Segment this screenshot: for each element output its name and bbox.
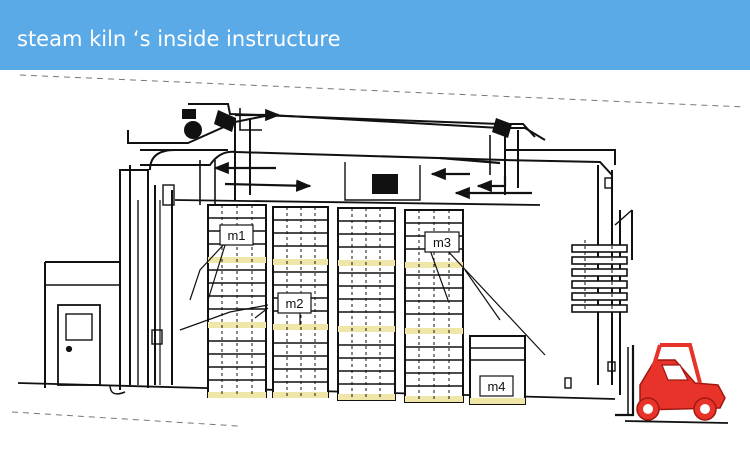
- svg-text:m4: m4: [487, 379, 505, 394]
- lumber-stack: [337, 207, 396, 401]
- svg-text:m3: m3: [433, 235, 451, 250]
- svg-text:m2: m2: [285, 296, 303, 311]
- annex-building: [44, 261, 121, 388]
- forklift-icon: [615, 343, 726, 421]
- roof-ducting: [127, 103, 616, 206]
- right-wall: [564, 165, 633, 395]
- ground-line-right: [624, 420, 729, 424]
- label-m2: m2: [277, 292, 312, 314]
- title-bar: steam kiln ‘s inside instructure: [0, 0, 750, 70]
- dashed-guide-lines: [11, 74, 746, 427]
- label-m1: m1: [219, 224, 254, 246]
- svg-text:m1: m1: [227, 228, 245, 243]
- label-pointers: [179, 241, 546, 356]
- airflow-arrow-icon: [213, 108, 532, 200]
- fan-icon: [182, 109, 236, 139]
- label-m3: m3: [424, 231, 460, 253]
- lumber-stack: [207, 204, 267, 398]
- door-icon: [57, 304, 101, 386]
- fan-icon: [372, 118, 512, 194]
- left-wall-ducts: [109, 149, 190, 395]
- board-stack-right: [571, 240, 628, 313]
- page-title: steam kiln ‘s inside instructure: [17, 27, 341, 51]
- label-m4: m4: [479, 375, 514, 397]
